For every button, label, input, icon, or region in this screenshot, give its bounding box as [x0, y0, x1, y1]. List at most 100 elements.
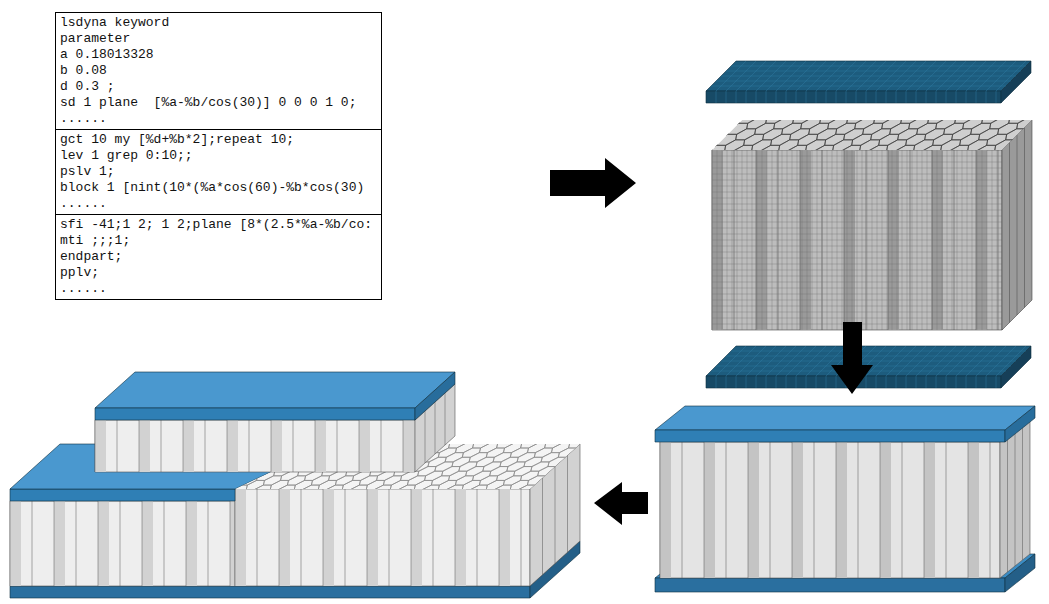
core-cell-edge: [359, 420, 360, 472]
core-cell-edge: [161, 420, 162, 472]
honeycomb-cell: [545, 439, 563, 448]
honeycomb-cell: [233, 471, 251, 480]
honeycomb-cell: [709, 129, 729, 140]
honeycomb-cell: [562, 434, 580, 443]
core-mesh: [937, 150, 938, 330]
honeycomb-cell: [1017, 118, 1037, 129]
core-mesh: [797, 150, 798, 330]
core-cell-edge: [411, 489, 412, 586]
core-cell-edge: [748, 442, 749, 578]
core-cell-edge: [433, 489, 434, 586]
core-mesh: [772, 150, 773, 330]
core-mesh: [737, 150, 738, 330]
core-cell-edge: [345, 489, 346, 586]
honeycomb-cell: [952, 129, 972, 140]
honeycomb-cell: [531, 429, 549, 438]
core-mesh: [742, 150, 743, 330]
core-front: [95, 420, 415, 472]
plate-top: [655, 406, 1035, 430]
honeycomb-cell: [397, 485, 415, 494]
core-cell-edge: [120, 501, 121, 586]
core-cell-edge: [271, 420, 272, 472]
honeycomb-cell: [898, 129, 918, 140]
core-cell-edge: [567, 455, 568, 552]
honeycomb-cell: [766, 112, 786, 123]
code-section: gct 10 my [%d+%b*2];repeat 10;lev 1 grep…: [55, 129, 382, 215]
plate-top: [706, 346, 1031, 376]
core-cell-edge: [95, 420, 96, 472]
core-mesh: [947, 150, 948, 330]
honeycomb-cell: [431, 476, 449, 485]
plate-mesh: [956, 91, 957, 103]
honeycomb-cell: [548, 457, 566, 466]
honeycomb-cell: [736, 129, 756, 140]
core-mesh: [822, 150, 823, 330]
core-cell-edge: [139, 420, 140, 472]
honeycomb-cell: [486, 448, 504, 457]
honeycomb-cell: [551, 443, 569, 452]
plate-mesh: [816, 91, 817, 103]
code-line: d 0.3 ;: [60, 79, 115, 95]
core-cell-wall: [411, 489, 422, 586]
plate-mesh: [786, 91, 787, 103]
honeycomb-cell: [917, 123, 937, 134]
honeycomb-cell: [809, 123, 829, 134]
code-line: gct 10 my [%d+%b*2];repeat 10;: [60, 132, 294, 148]
honeycomb-cell: [545, 471, 563, 480]
honeycomb-cell: [798, 134, 818, 145]
plate-mesh: [986, 376, 987, 388]
core-cell-wall: [227, 420, 238, 472]
honeycomb-cell: [401, 471, 419, 480]
honeycomb-cell: [380, 490, 398, 499]
plate-mesh: [746, 91, 747, 103]
honeycomb-cell: [971, 123, 991, 134]
honeycomb-cell: [882, 118, 902, 129]
honeycomb-cell: [486, 480, 504, 489]
core-mesh: [792, 150, 793, 330]
core-mesh: [807, 150, 808, 330]
plate-mesh: [721, 76, 1016, 77]
honeycomb-cell: [455, 476, 473, 485]
honeycomb-cell: [879, 134, 899, 145]
honeycomb-cell: [462, 480, 480, 489]
honeycomb-cell: [222, 480, 240, 489]
core-cell-edge: [208, 501, 209, 586]
core-cell-edge: [924, 442, 925, 578]
plate-mesh: [786, 376, 787, 388]
honeycomb-cell: [1014, 134, 1034, 145]
core-front: [712, 150, 1002, 330]
core-mesh: [777, 150, 778, 330]
honeycomb-cell: [483, 462, 501, 471]
honeycomb-cell: [717, 134, 737, 145]
plate-mesh: [806, 91, 807, 103]
honeycomb-cell: [260, 490, 278, 499]
honeycomb-cell: [308, 490, 326, 499]
core-mesh: [872, 150, 873, 330]
core-cell-wall: [660, 442, 671, 578]
plate-mesh: [726, 71, 1021, 72]
honeycomb-cell: [332, 490, 350, 499]
honeycomb-cell: [418, 467, 436, 476]
core-cell-edge: [858, 442, 859, 578]
plate-side: [1005, 406, 1035, 442]
plate-front: [10, 489, 235, 501]
honeycomb-cell: [442, 467, 460, 476]
honeycomb-cell: [793, 112, 813, 123]
core-cell-wall: [235, 489, 246, 586]
core-cell-wall: [54, 501, 65, 586]
honeycomb-cell: [476, 490, 494, 499]
honeycomb-cell: [438, 480, 456, 489]
plate-top: [95, 372, 455, 408]
honeycomb-cell: [473, 439, 491, 448]
honeycomb-cell: [318, 480, 336, 489]
honeycomb-cell: [779, 140, 799, 151]
honeycomb-cell: [887, 140, 907, 151]
honeycomb-cell: [822, 151, 842, 162]
honeycomb-cell: [342, 480, 360, 489]
core-mesh: [877, 150, 878, 330]
core-mesh: [887, 150, 888, 330]
honeycomb-cell: [503, 443, 521, 452]
honeycomb-cell: [763, 129, 783, 140]
core-cell-edge: [227, 420, 228, 472]
plate-mesh: [946, 376, 947, 388]
